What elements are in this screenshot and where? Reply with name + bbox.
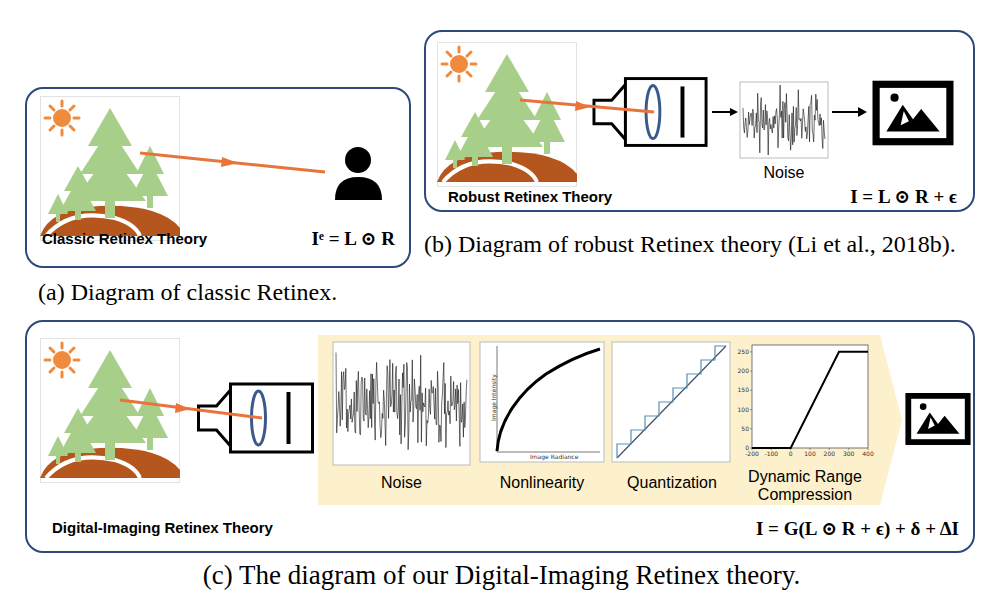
- drawing-part: [750, 371, 752, 372]
- panel-box: Classic Retinex Theory Iᵉ = L ⊙ R: [25, 87, 411, 268]
- plot-label: Quantization: [612, 474, 732, 492]
- drawing-part: [617, 346, 726, 458]
- nonlinearity-plot: Nonlinearity: [478, 340, 606, 492]
- drawing-part: [497, 452, 600, 453]
- tick-label: 300: [843, 450, 854, 457]
- drawing-part: [740, 82, 828, 158]
- formula: Iᵉ = L ⊙ R: [312, 227, 395, 250]
- drawing-part: [858, 107, 867, 117]
- drawing-part: [876, 84, 950, 141]
- drawing-part: [318, 335, 880, 505]
- drawing-part: [752, 352, 868, 448]
- drawing-part: [40, 339, 180, 483]
- plot-label: Nonlinearity: [478, 474, 606, 492]
- panel-title: Robust Retinex Theory: [448, 188, 612, 205]
- drawing-part: [175, 403, 190, 413]
- axis-label: Image Radiance: [530, 453, 578, 460]
- plot-label: Dynamic Range Compression: [735, 468, 875, 504]
- tick-label: 0: [745, 444, 749, 451]
- drawing-part: [336, 353, 467, 450]
- drawing-part: [520, 100, 654, 112]
- formula: I = L ⊙ R + ϵ: [850, 185, 957, 208]
- drawing-part: [743, 85, 825, 155]
- axis-label: Image Intensity: [490, 374, 497, 421]
- drawing-part: [880, 335, 902, 505]
- drawing-part: [848, 448, 849, 450]
- drawing-part: [140, 153, 325, 172]
- drawing-part: [750, 390, 752, 391]
- drawing-part: [575, 101, 590, 111]
- drawing-part: [480, 342, 604, 462]
- drawing-part: [743, 85, 825, 155]
- drawing-part: [810, 448, 811, 450]
- formula: I = G(L ⊙ R + ϵ) + δ + ΔI: [756, 517, 959, 540]
- tick-label: 0: [789, 450, 793, 457]
- panel-box: Robust Retinex Theory I = L ⊙ R + ϵ Noise: [424, 30, 975, 212]
- drawing-part: [612, 342, 730, 462]
- drawing-part: [335, 177, 382, 200]
- panel-title: Digital-Imaging Retinex Theory: [52, 519, 273, 536]
- drawing-part: [832, 111, 860, 113]
- figure-caption: (b) Diagram of robust Retinex theory (Li…: [424, 222, 989, 266]
- drawing-part: [40, 97, 180, 241]
- drawing-part: [752, 345, 868, 448]
- noise-plot: Noise: [738, 80, 830, 182]
- compression-plot: Dynamic Range Compression: [735, 340, 875, 504]
- drawing-part: [617, 346, 726, 458]
- panel-title: Classic Retinex Theory: [42, 230, 207, 247]
- drawing-part: [750, 428, 752, 429]
- drawing-part: [750, 352, 868, 450]
- figure-caption: (a) Diagram of classic Retinex.: [38, 279, 337, 306]
- tick-label: -200: [745, 450, 759, 457]
- drawing-part: [497, 349, 600, 451]
- tick-label: -100: [765, 450, 779, 457]
- tick-label: 200: [824, 450, 835, 457]
- drawing-part: [730, 108, 738, 116]
- plot-label: Noise: [333, 474, 470, 492]
- drawing-part: [908, 396, 967, 442]
- drawing-part: [750, 409, 752, 410]
- tick-label: 50: [741, 425, 749, 432]
- tick-label: 100: [738, 406, 749, 413]
- drawing-part: [345, 147, 371, 173]
- drawing-part: [750, 351, 752, 352]
- tick-label: 400: [862, 450, 873, 457]
- drawing-part: [868, 448, 869, 450]
- drawing-part: [120, 400, 262, 418]
- tick-label: 100: [804, 450, 815, 457]
- drawing-part: [333, 342, 470, 465]
- drawing-part: [221, 157, 238, 167]
- noise-plot: Noise: [333, 340, 470, 492]
- drawing-part: [437, 43, 577, 187]
- figure-caption: (c) The diagram of our Digital-Imaging R…: [0, 560, 1003, 591]
- panel-box: Digital-Imaging Retinex Theory I = G(L ⊙ …: [25, 320, 975, 553]
- tick-label: 250: [738, 348, 749, 355]
- drawing-part: [712, 111, 732, 113]
- plot-label: Noise: [738, 164, 830, 182]
- drawing-part: [336, 353, 467, 450]
- quantization-plot: Quantization: [612, 340, 732, 492]
- tick-label: 150: [738, 386, 749, 393]
- drawing-part: [829, 448, 830, 450]
- tick-label: 200: [738, 367, 749, 374]
